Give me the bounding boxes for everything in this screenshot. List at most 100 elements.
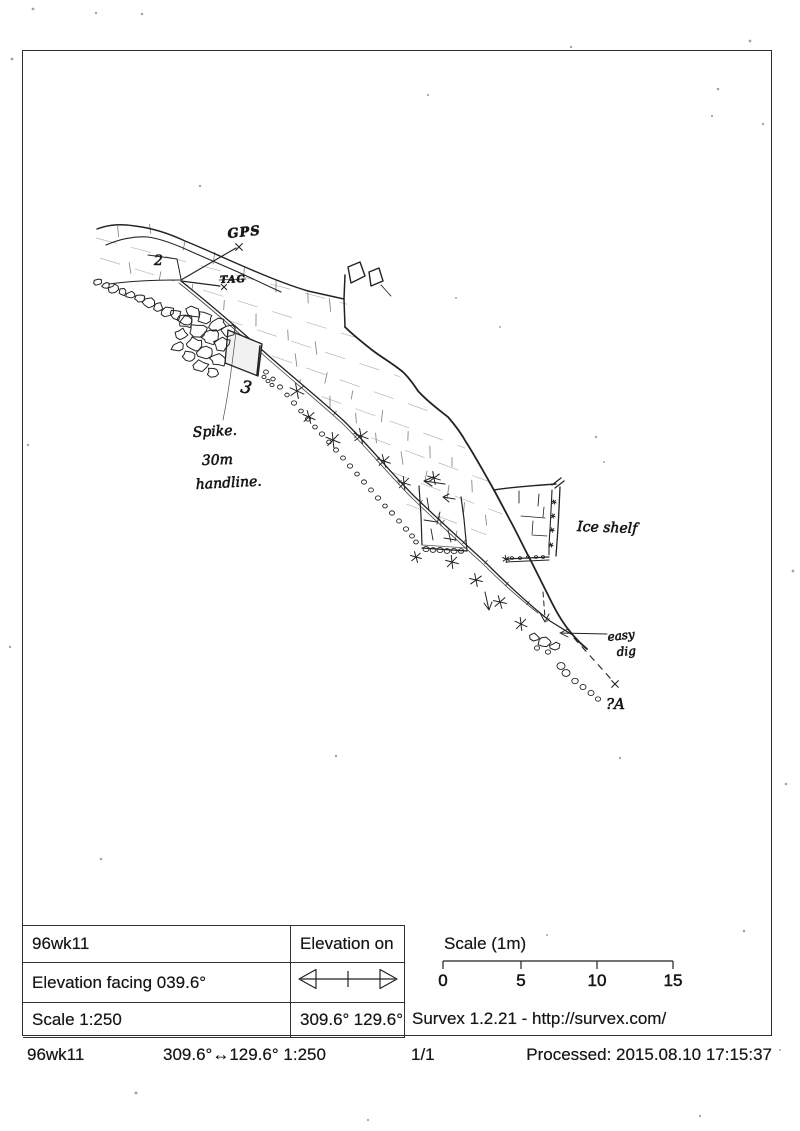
scan-speck	[26, 443, 30, 447]
boulder	[101, 282, 110, 289]
block-edge-double	[256, 345, 261, 376]
entrance-joint	[447, 529, 452, 543]
scan-speck	[426, 93, 430, 97]
elevation-direction-cell	[291, 963, 405, 1003]
joint-tick	[471, 479, 473, 493]
bedding-course	[319, 444, 506, 516]
pebble	[561, 669, 571, 677]
pebble	[368, 487, 374, 493]
bedding-course	[95, 237, 351, 306]
iceshelf-lip2	[554, 480, 565, 489]
survey-name: 96wk11	[32, 934, 90, 953]
vegetation-star	[445, 554, 459, 570]
pebble	[533, 555, 539, 559]
boulder	[549, 641, 561, 651]
iceshelf-joint	[520, 515, 546, 519]
boulder-top-line	[108, 279, 181, 285]
pebble	[443, 548, 451, 554]
joint-tick	[424, 470, 428, 482]
elevation-arrow-head-left	[298, 968, 317, 990]
boulder	[134, 294, 146, 303]
pebble	[340, 455, 346, 461]
draft-arrow-left-2	[442, 493, 456, 503]
boulder	[213, 336, 231, 352]
boulder	[529, 632, 541, 642]
bedding-course	[369, 489, 501, 541]
elevation-facing-cell: Elevation facing 039.6°	[23, 963, 291, 1003]
entrance-box-right	[460, 496, 468, 552]
pebble	[261, 374, 267, 380]
pebble	[429, 547, 437, 553]
boulder	[141, 297, 155, 309]
page-border	[22, 50, 772, 1036]
station2-bracket	[147, 254, 182, 280]
bedding-course	[99, 257, 381, 346]
joint-tick	[350, 390, 354, 400]
easydig-leader	[559, 628, 608, 638]
pebble	[579, 684, 587, 691]
label-handline: handline.	[195, 474, 262, 493]
scan-speck	[499, 326, 501, 328]
scan-speck	[198, 184, 202, 188]
joint-tick	[375, 432, 377, 444]
pebble	[396, 518, 402, 524]
tag-strike	[218, 278, 247, 281]
scan-speck	[455, 297, 457, 299]
boulder	[170, 341, 184, 352]
pebble	[374, 495, 382, 501]
boulder	[206, 367, 220, 378]
iceshelf-bottom2	[505, 559, 550, 563]
label-easy: easy	[607, 627, 636, 644]
pebble	[382, 503, 388, 509]
pebble	[265, 378, 271, 384]
scale-bar-label: Scale (1m)	[444, 934, 527, 953]
footer-survey-name: 96wk11	[27, 1045, 85, 1064]
survex-credit: Survex 1.2.21 - http://survex.com/	[412, 1009, 667, 1028]
joint-tick	[182, 241, 186, 251]
pebble	[263, 369, 269, 375]
joint-tick	[355, 412, 357, 424]
pebble	[361, 479, 367, 485]
scan-speck	[791, 569, 795, 573]
pebble	[540, 555, 546, 559]
boulder	[189, 324, 208, 338]
boulder	[125, 290, 136, 299]
vegetation-star	[289, 383, 305, 399]
bedrock-texture	[95, 224, 506, 542]
pebble	[457, 548, 465, 554]
scale-bar-tick-label: 10	[588, 971, 607, 990]
vegetation-star	[469, 573, 483, 587]
scan-speck	[784, 782, 788, 786]
boulder	[208, 353, 226, 367]
pebble	[409, 533, 415, 539]
label-tag: TAG	[220, 274, 247, 286]
iceshelf-right-outer	[555, 486, 561, 557]
entrance-joint	[430, 528, 434, 541]
joint-tick	[380, 410, 384, 422]
scan-speck	[366, 1118, 370, 1122]
bedding-course	[169, 319, 441, 416]
iceshelf-joint	[531, 520, 534, 535]
entrance-joint	[426, 497, 430, 511]
boulder	[153, 302, 164, 312]
label-gps: GPS	[227, 224, 262, 242]
vegetation-star	[548, 542, 554, 548]
label-dig: dig	[616, 644, 636, 659]
scan-speck	[698, 1114, 702, 1118]
pebble	[413, 539, 419, 545]
boulder	[185, 336, 203, 352]
tag-leader	[180, 280, 221, 287]
pebble	[525, 555, 531, 559]
joint-tick	[446, 485, 450, 499]
scan-speck	[779, 1049, 781, 1051]
joint-tick	[223, 300, 225, 310]
pebble	[533, 645, 541, 651]
pebble	[556, 662, 566, 670]
block-outline	[224, 329, 263, 377]
scale-value: Scale 1:250	[32, 1010, 122, 1029]
iceshelf-top	[493, 483, 557, 491]
label-station-3: 3	[239, 377, 253, 399]
pebble	[594, 696, 602, 702]
scan-speck	[569, 45, 573, 49]
surface-line-second	[105, 236, 282, 293]
